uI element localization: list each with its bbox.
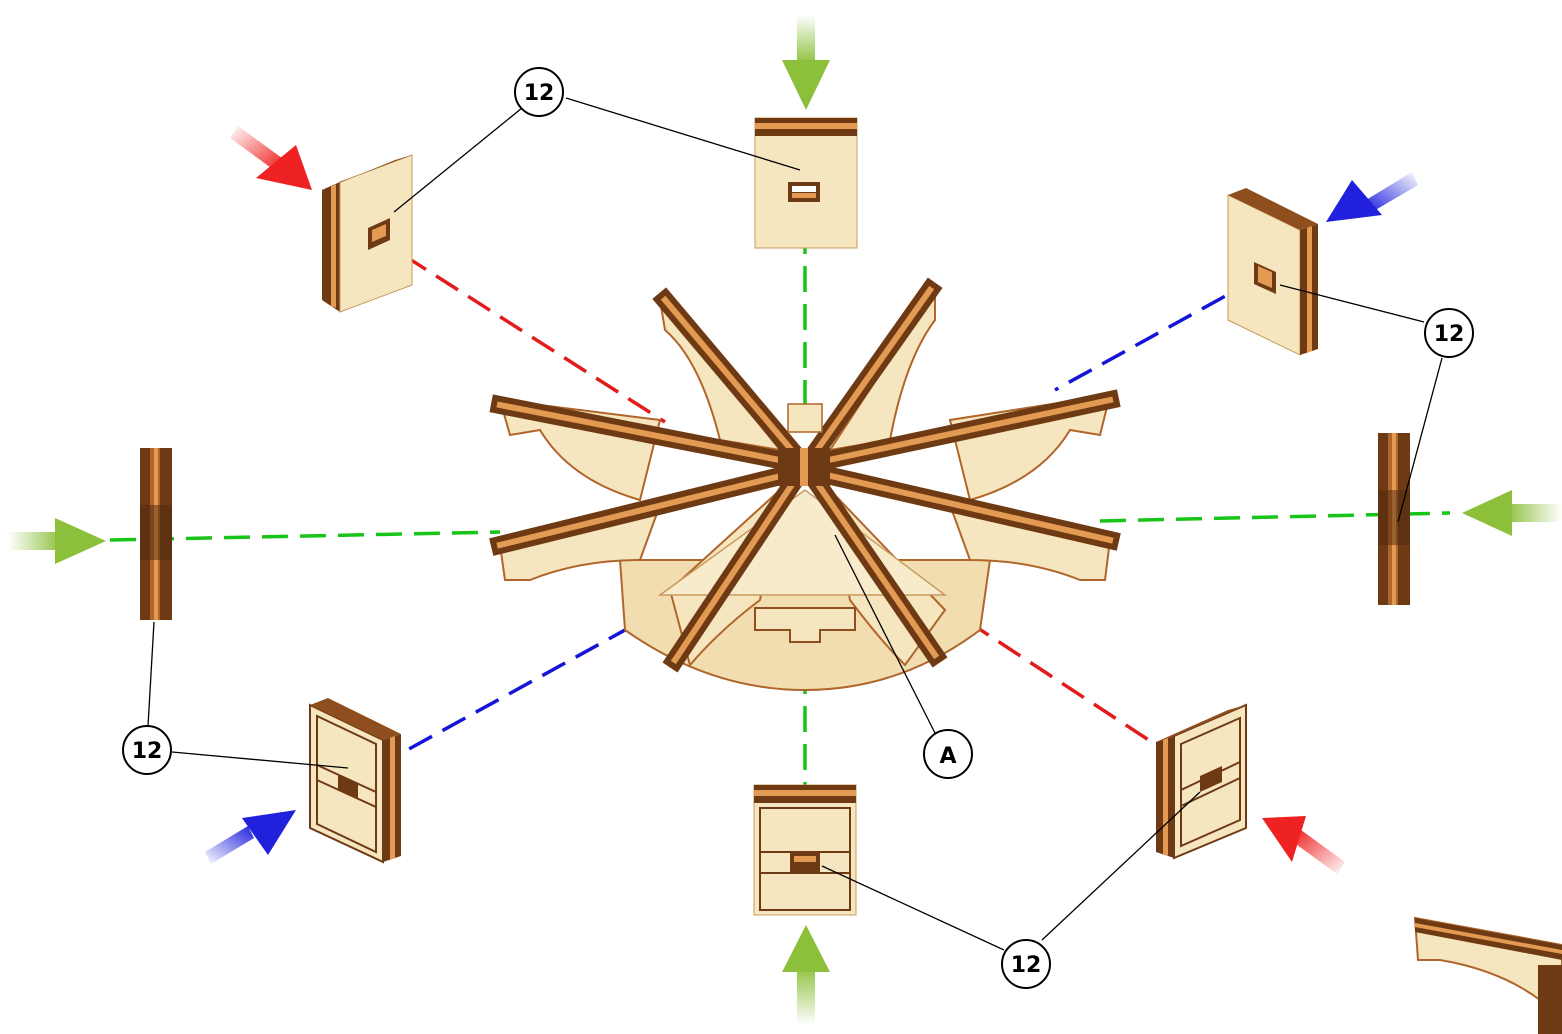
arrows: [8, 15, 1562, 1025]
plate-bottom-left: [309, 698, 401, 864]
svg-text:12: 12: [132, 739, 163, 764]
partial-piece-corner: [1413, 916, 1562, 1034]
center-wedge: [657, 489, 948, 596]
callout-12-left: 12: [122, 725, 172, 775]
svg-text:A: A: [939, 744, 956, 769]
callouts: 12 12 12 12 A: [122, 67, 1474, 989]
callout-a: A: [923, 729, 973, 779]
plate-top-right: [1227, 188, 1318, 356]
arrow-bottom-green: [782, 925, 830, 1025]
arrow-left-green: [8, 518, 106, 564]
arrow-top-green: [782, 15, 830, 110]
guide-blue-top-right: [1054, 276, 1259, 392]
plate-left-edge: [140, 448, 172, 620]
callout-12-top: 12: [514, 67, 564, 117]
plate-top: [754, 117, 858, 249]
radial-arms: [489, 277, 1121, 673]
svg-text:12: 12: [1011, 953, 1042, 978]
svg-text:12: 12: [524, 81, 555, 106]
top-tab: [787, 403, 823, 433]
arrow-top-left-red: [230, 126, 312, 190]
plate-top-left: [322, 154, 413, 313]
svg-text:12: 12: [1434, 322, 1465, 347]
arrow-bottom-left-blue: [205, 810, 296, 864]
guide-red-top-left: [371, 233, 666, 424]
leg-right-lower: [948, 503, 1112, 581]
plate-bottom: [753, 784, 857, 916]
callout-12-bottom: 12: [1001, 939, 1051, 989]
leader-lines: [147, 97, 1443, 951]
bottom-tab: [754, 607, 856, 643]
arrow-right-green: [1462, 490, 1562, 536]
callout-12-right: 12: [1424, 308, 1474, 358]
arrow-top-right-blue: [1326, 172, 1418, 222]
central-assembly: [489, 277, 1121, 692]
guide-green-left: [109, 530, 501, 542]
arrow-bottom-right-red: [1262, 816, 1345, 874]
plate-right-edge: [1378, 433, 1410, 605]
plate-bottom-right: [1156, 703, 1247, 860]
